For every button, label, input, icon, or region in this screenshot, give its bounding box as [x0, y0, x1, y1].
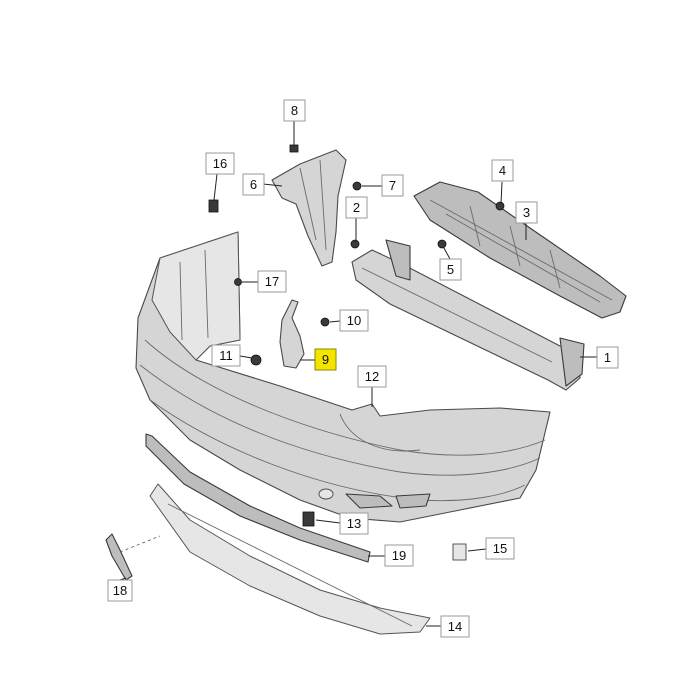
- callout-1: 1: [596, 346, 619, 369]
- callout-10-label: 10: [347, 313, 361, 328]
- callout-18: 18: [107, 579, 133, 602]
- callout-5: 5: [439, 258, 462, 281]
- callout-14: 14: [440, 615, 470, 638]
- fasteners: [208, 181, 505, 561]
- callout-8: 8: [283, 99, 306, 122]
- callout-18-label: 18: [113, 583, 127, 598]
- callout-1-label: 1: [604, 350, 611, 365]
- callout-4: 4: [491, 159, 514, 182]
- callout-17: 17: [257, 270, 287, 293]
- callout-7: 7: [381, 174, 404, 197]
- callout-6-label: 6: [250, 177, 257, 192]
- callout-10: 10: [339, 309, 369, 332]
- callout-2-label: 2: [353, 200, 360, 215]
- callout-15: 15: [485, 537, 515, 560]
- callout-19: 19: [384, 544, 414, 567]
- bumper-cover: [135, 231, 551, 523]
- side-trim: [105, 533, 133, 581]
- callout-13-label: 13: [347, 516, 361, 531]
- callout-8-label: 8: [291, 103, 298, 118]
- callout-17-label: 17: [265, 274, 279, 289]
- lower-spoiler: [149, 483, 431, 635]
- callout-11-label: 11: [219, 348, 233, 363]
- callout-7-label: 7: [389, 178, 396, 193]
- callout-19-label: 19: [392, 548, 406, 563]
- callout-15-label: 15: [493, 541, 507, 556]
- callout-3: 3: [515, 201, 538, 224]
- callout-9-label: 9: [322, 352, 329, 367]
- callout-2: 2: [345, 196, 368, 219]
- callout-6: 6: [242, 173, 265, 196]
- callout-12-label: 12: [365, 369, 379, 384]
- callout-5-label: 5: [447, 262, 454, 277]
- bracket-6: [271, 144, 347, 267]
- callout-16: 16: [205, 152, 235, 175]
- callout-12: 12: [357, 365, 387, 388]
- reinforcement-3: [413, 181, 627, 319]
- callout-3-label: 3: [523, 205, 530, 220]
- impact-bar: [351, 239, 585, 391]
- callout-16-label: 16: [213, 156, 227, 171]
- callout-13: 13: [339, 512, 369, 535]
- leader-lines: [119, 121, 597, 627]
- callout-4-label: 4: [499, 163, 506, 178]
- callout-9: 9: [314, 348, 337, 371]
- bracket-9: [279, 299, 305, 369]
- callout-14-label: 14: [448, 619, 462, 634]
- diffuser-strip: [145, 433, 371, 563]
- callout-11: 11: [211, 344, 241, 367]
